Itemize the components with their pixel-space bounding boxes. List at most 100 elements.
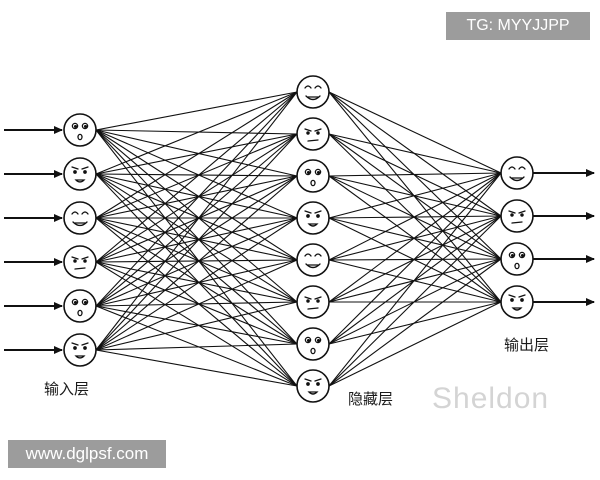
- connection-input-3-to-hidden-2: [95, 175, 298, 263]
- connection-hidden-0-to-output-0: [328, 91, 502, 174]
- face-icon: [508, 251, 526, 270]
- connection-hidden-7-to-output-0: [328, 172, 502, 387]
- connection-hidden-7-to-output-2: [328, 258, 502, 387]
- hidden-neuron-4: [296, 243, 330, 277]
- connection-input-1-to-hidden-3: [95, 173, 298, 219]
- connection-input-2-to-hidden-0: [95, 91, 298, 219]
- connection-input-4-to-hidden-4: [95, 259, 298, 307]
- hidden-neuron-1: [296, 117, 330, 151]
- connection-input-3-to-hidden-5: [95, 261, 298, 303]
- connection-input-1-to-hidden-1: [95, 133, 298, 175]
- output-layer-label: 输出层: [504, 336, 550, 354]
- face-icon: [304, 378, 322, 395]
- connection-input-1-to-hidden-7: [95, 173, 298, 387]
- connection-input-2-to-hidden-2: [95, 175, 298, 219]
- face-icon: [508, 294, 526, 311]
- connection-input-4-to-hidden-1: [95, 133, 298, 307]
- connection-hidden-7-to-output-1: [328, 215, 502, 387]
- website-watermark-badge: www.dglpsf.com: [8, 440, 166, 468]
- connection-input-0-to-hidden-0: [95, 91, 298, 131]
- connection-input-3-to-hidden-0: [95, 91, 298, 263]
- connection-input-4-to-hidden-0: [95, 91, 298, 307]
- face-icon: [304, 128, 322, 142]
- face-icon: [508, 166, 526, 182]
- neurons: [63, 75, 534, 403]
- face-icon: [304, 253, 322, 269]
- connection-input-3-to-hidden-7: [95, 261, 298, 387]
- connection-input-4-to-hidden-3: [95, 217, 298, 307]
- connection-hidden-5-to-output-0: [328, 172, 502, 303]
- connection-input-4-to-hidden-5: [95, 301, 298, 307]
- connection-input-0-to-hidden-3: [95, 129, 298, 219]
- face-icon: [71, 342, 89, 359]
- connection-hidden-4-to-output-0: [328, 172, 502, 261]
- connection-input-2-to-hidden-5: [95, 217, 298, 303]
- input-neuron-1: [63, 157, 97, 191]
- tg-watermark-badge: TG: MYYJJPP: [446, 12, 590, 40]
- connection-input-0-to-hidden-1: [95, 129, 298, 135]
- hidden-neuron-3: [296, 201, 330, 235]
- connection-input-1-to-hidden-2: [95, 173, 298, 177]
- connection-input-3-to-hidden-3: [95, 217, 298, 263]
- connection-input-5-to-hidden-4: [95, 259, 298, 351]
- input-neuron-5: [63, 333, 97, 367]
- connection-input-1-to-hidden-0: [95, 91, 298, 175]
- connection-hidden-1-to-output-0: [328, 133, 502, 174]
- connection-input-4-to-hidden-2: [95, 175, 298, 307]
- connections: [95, 91, 502, 387]
- connection-hidden-7-to-output-3: [328, 301, 502, 387]
- face-icon: [71, 211, 89, 227]
- connection-input-5-to-hidden-5: [95, 301, 298, 351]
- output-neuron-0: [500, 156, 534, 190]
- face-icon: [304, 336, 322, 355]
- connection-input-5-to-hidden-2: [95, 175, 298, 351]
- input-neuron-4: [63, 289, 97, 323]
- connection-input-1-to-hidden-6: [95, 173, 298, 345]
- connection-input-0-to-hidden-7: [95, 129, 298, 387]
- face-icon: [508, 210, 526, 224]
- hidden-neuron-0: [296, 75, 330, 109]
- face-icon: [304, 210, 322, 227]
- connection-input-2-to-hidden-7: [95, 217, 298, 387]
- connection-input-5-to-hidden-3: [95, 217, 298, 351]
- connection-input-3-to-hidden-4: [95, 259, 298, 263]
- connection-input-0-to-hidden-2: [95, 129, 298, 177]
- connection-hidden-3-to-output-0: [328, 172, 502, 219]
- connection-input-4-to-hidden-7: [95, 305, 298, 387]
- face-icon: [304, 296, 322, 310]
- output-neuron-2: [500, 242, 534, 276]
- face-icon: [304, 168, 322, 187]
- connection-input-5-to-hidden-6: [95, 343, 298, 351]
- face-icon: [304, 85, 322, 101]
- hidden-neuron-7: [296, 369, 330, 403]
- hidden-neuron-2: [296, 159, 330, 193]
- connection-input-5-to-hidden-0: [95, 91, 298, 351]
- input-neuron-2: [63, 201, 97, 235]
- io-arrows: [4, 126, 595, 354]
- connection-input-0-to-hidden-6: [95, 129, 298, 345]
- connection-input-5-to-hidden-1: [95, 133, 298, 351]
- input-neuron-3: [63, 245, 97, 279]
- connection-input-5-to-hidden-7: [95, 349, 298, 387]
- output-neuron-3: [500, 285, 534, 319]
- face-icon: [71, 298, 89, 317]
- output-neuron-1: [500, 199, 534, 233]
- connection-input-2-to-hidden-4: [95, 217, 298, 261]
- connection-hidden-2-to-output-0: [328, 172, 502, 177]
- hidden-neuron-5: [296, 285, 330, 319]
- connection-input-1-to-hidden-5: [95, 173, 298, 303]
- connection-input-3-to-hidden-1: [95, 133, 298, 263]
- sheldon-watermark: Sheldon: [432, 382, 550, 415]
- connection-input-0-to-hidden-5: [95, 129, 298, 303]
- hidden-layer-label: 隐藏层: [348, 390, 394, 408]
- input-neuron-0: [63, 113, 97, 147]
- connection-input-2-to-hidden-6: [95, 217, 298, 345]
- connection-input-4-to-hidden-6: [95, 305, 298, 345]
- hidden-neuron-6: [296, 327, 330, 361]
- connection-input-3-to-hidden-6: [95, 261, 298, 345]
- face-icon: [71, 122, 89, 141]
- connection-input-1-to-hidden-4: [95, 173, 298, 261]
- connection-hidden-6-to-output-0: [328, 172, 502, 345]
- connection-input-0-to-hidden-4: [95, 129, 298, 261]
